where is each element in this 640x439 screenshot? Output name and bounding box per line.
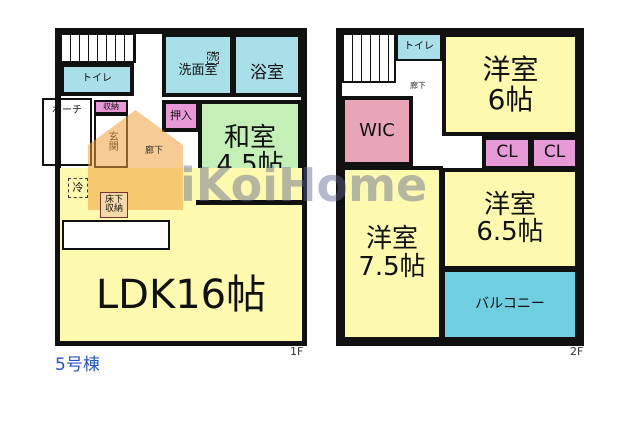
floor2-toilet-label: トイレ: [404, 40, 434, 52]
floor1-stairs: [60, 33, 136, 63]
cl2-label: CL: [543, 142, 566, 163]
floor1-hallway-label: 廊下: [145, 146, 164, 156]
japanese-room-label: 和室 4.5帖: [216, 122, 284, 180]
oshiire-label: 押入: [170, 109, 192, 123]
storage-label: 収納: [103, 101, 119, 111]
floor1-toilet: トイレ: [60, 63, 134, 96]
porch-label: ポーチ: [52, 105, 82, 116]
underfloor-storage: 床下 収納: [100, 192, 128, 218]
floor1-washroom: 洗洗面室: [162, 33, 234, 97]
floor1-bath: 浴室: [232, 33, 302, 97]
floor1-label: 1F: [290, 345, 304, 358]
floor2-label: 2F: [570, 345, 584, 358]
western-room-6: 洋室 6帖: [442, 33, 579, 136]
western-room-6-5: 洋室 6.5帖: [441, 168, 579, 270]
ldk-label: LDK16帖: [95, 271, 267, 318]
western-6-label: 洋室 6帖: [482, 53, 539, 116]
closet-1: CL: [482, 136, 532, 170]
western-room-7-5: 洋室 7.5帖: [341, 166, 443, 341]
floor2-stairs: [342, 33, 396, 83]
kitchen-counter: [62, 220, 170, 250]
underfloor-label: 床下 収納: [104, 194, 123, 214]
wic-label: WIC: [359, 119, 395, 141]
wall: [196, 200, 306, 205]
western-65-label: 洋室 6.5帖: [476, 189, 544, 247]
porch: ポーチ: [42, 98, 92, 166]
watermark: iKoiHome: [180, 158, 428, 212]
western-75-label: 洋室 7.5帖: [358, 224, 426, 282]
balcony: バルコニー: [441, 268, 579, 341]
floor1-toilet-label: トイレ: [82, 73, 112, 85]
washroom-label: 洗面室: [178, 63, 218, 79]
balcony-label: バルコニー: [475, 296, 545, 313]
floor2-toilet: トイレ: [396, 33, 442, 61]
bath-label: 浴室: [250, 63, 284, 84]
floor1-storage: 収納: [94, 100, 128, 114]
building-label: 5号棟: [55, 355, 100, 375]
floor2-hallway-label: 廊下: [410, 81, 426, 90]
closet-2: CL: [530, 136, 579, 170]
wic: WIC: [341, 96, 413, 166]
cl1-label: CL: [496, 142, 518, 163]
oshiire: 押入: [162, 100, 200, 132]
fridge: 冷: [68, 178, 88, 198]
fridge-label: 冷: [72, 181, 84, 195]
washer-label: 洗: [207, 51, 219, 65]
